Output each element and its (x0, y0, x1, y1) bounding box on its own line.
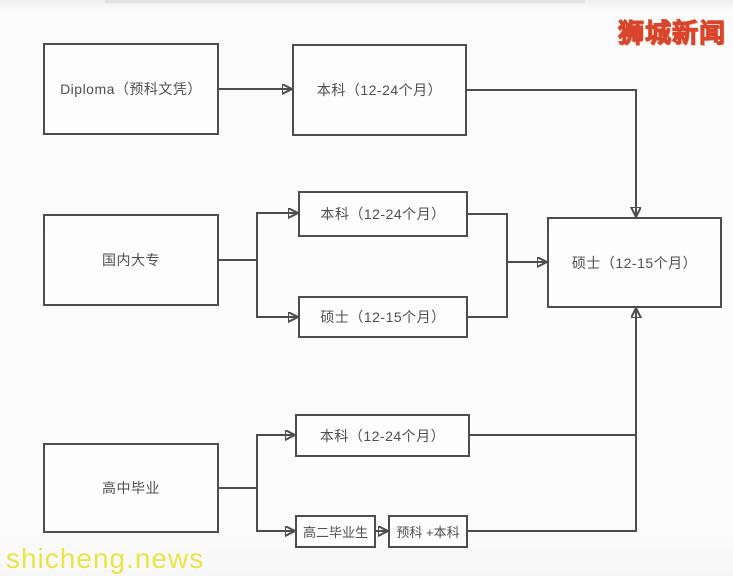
node-grade11-label: 高二毕业生 (302, 525, 368, 540)
node-diploma: Diploma（预科文凭） (43, 43, 219, 135)
connector-high-school-to-bachelor-bottom (256, 435, 295, 488)
node-master-mid-label: 硕士（12-15个月） (320, 309, 446, 325)
connector-high-school-to-grade11 (256, 488, 295, 531)
connector-bachelor-top-to-master-main (467, 89, 636, 217)
node-high-school: 高中毕业 (43, 443, 219, 533)
node-bachelor-bottom: 本科（12-24个月） (295, 414, 470, 457)
node-bachelor-mid: 本科（12-24个月） (298, 191, 468, 237)
node-bachelor-mid-label: 本科（12-24个月） (320, 206, 446, 222)
node-grade11: 高二毕业生 (295, 515, 376, 548)
node-domestic-college: 国内大专 (43, 214, 219, 306)
node-domestic-college-label: 国内大专 (102, 252, 160, 268)
site-watermark: shicheng.news (6, 543, 205, 574)
node-master-main-label: 硕士（12-15个月） (571, 254, 698, 271)
connector-mid-boxes-merge (468, 213, 508, 318)
node-master-main: 硕士（12-15个月） (547, 217, 722, 308)
node-master-mid: 硕士（12-15个月） (298, 296, 468, 338)
node-bachelor-bottom-label: 本科（12-24个月） (319, 427, 446, 444)
node-bachelor-top: 本科（12-24个月） (292, 44, 467, 136)
connector-domestic-college-to-master-mid (256, 260, 298, 317)
node-bachelor-top-label: 本科（12-24个月） (316, 82, 443, 98)
node-foundation: 预科 +本科 (388, 515, 468, 548)
connector-foundation-to-master-main (468, 308, 636, 532)
node-high-school-label: 高中毕业 (102, 480, 160, 496)
site-logo: 狮城新闻 (617, 18, 726, 49)
node-foundation-label: 预科 +本科 (396, 525, 460, 540)
connector-domestic-college-to-bachelor-mid (256, 213, 298, 260)
top-edge-strip (105, 0, 585, 3)
node-diploma-label: Diploma（预科文凭） (60, 81, 202, 97)
